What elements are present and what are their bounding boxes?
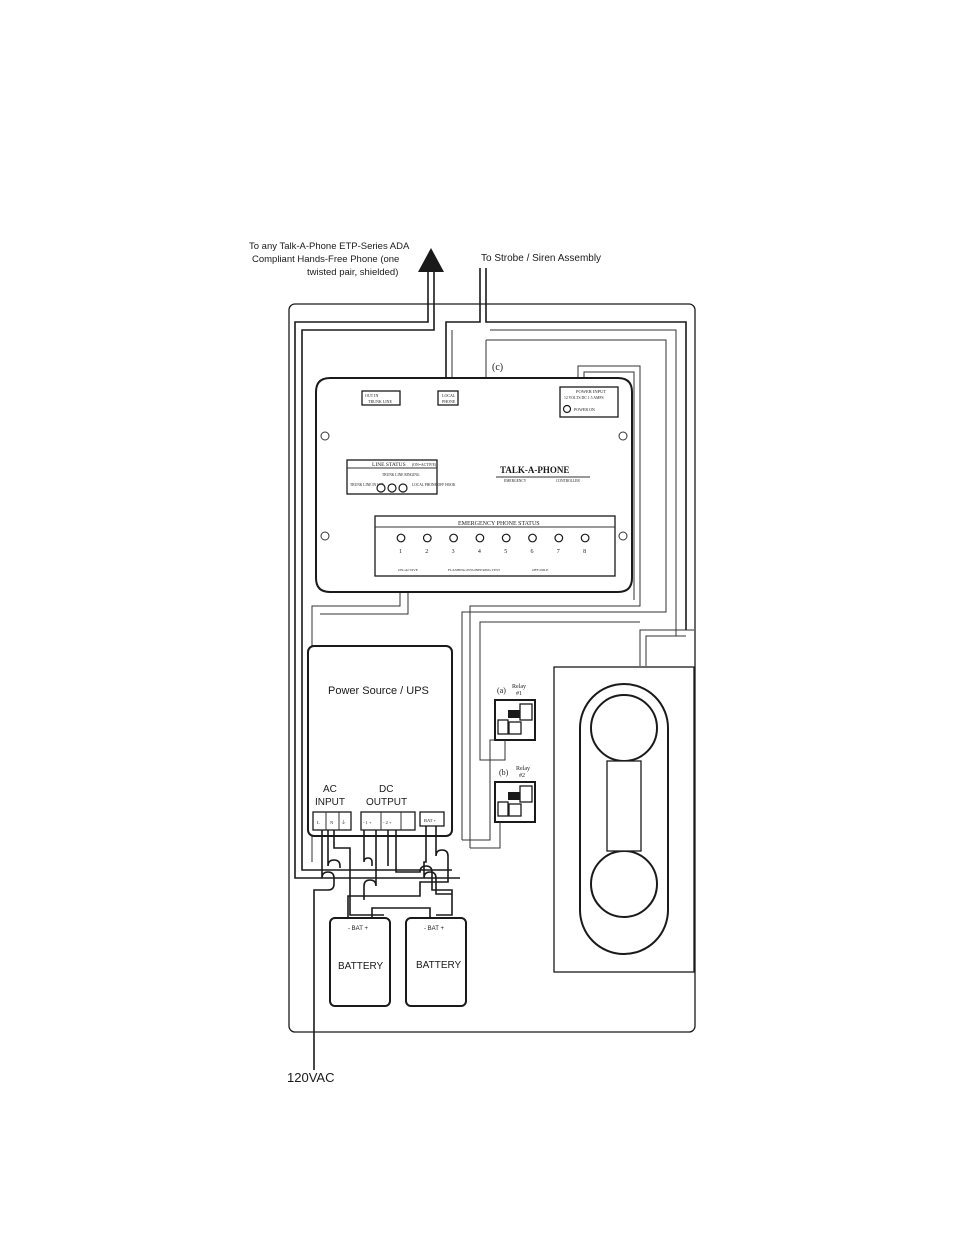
phone-status-number-8: 8 xyxy=(583,549,586,555)
phone-status-number-1: 1 xyxy=(399,549,402,555)
phone-status-led-4 xyxy=(475,533,485,543)
diagram-label: (ON=ACTIVE) xyxy=(412,463,437,467)
controller-brand: TALK-A-PHONE xyxy=(500,465,569,475)
diagram-label: TRUNK LINE RINGING xyxy=(382,473,420,477)
diagram-label: POWER ON xyxy=(574,407,595,412)
phone-status-number-6: 6 xyxy=(531,549,534,555)
diagram-label: Relay xyxy=(516,766,530,772)
diagram-label: LOCAL xyxy=(442,393,456,398)
diagram-label: - 2 + xyxy=(383,820,392,825)
diagram-label: N xyxy=(330,820,334,825)
strobe-label: To Strobe / Siren Assembly xyxy=(481,253,601,264)
phone-status-number-5: 5 xyxy=(504,549,507,555)
phone-status-number-4: 4 xyxy=(478,549,481,555)
diagram-label: TRUNK LINE IN USE xyxy=(350,483,385,487)
handset xyxy=(553,666,695,973)
diagram-label: EMERGENCY PHONE STATUS xyxy=(458,521,540,527)
relay-2: (b) Relay #2 xyxy=(494,766,536,823)
bat-terminal-block xyxy=(419,811,445,827)
emergency-controller: (c) OUT IN TRUNK LINE LOCAL PHONE POWER … xyxy=(315,362,633,593)
diagram-label: LOCAL PHONE OFF HOOK xyxy=(412,483,456,487)
diagram-label: FLASHING=ENGINEERING TEST xyxy=(448,568,501,572)
diagram-label: CONTROLLER xyxy=(556,479,580,483)
diagram-label: EMERGENCY xyxy=(504,479,527,483)
ups-title: Power Source / UPS xyxy=(328,685,429,697)
diagram-label: (a) xyxy=(497,686,506,695)
diagram-label: BATTERY xyxy=(416,960,462,971)
diagram-label: ON=ACTIVE xyxy=(398,568,418,572)
diagram-label: PHONE xyxy=(442,399,456,404)
ac-input-label: 120VAC xyxy=(287,1070,334,1085)
phone-status-led-5 xyxy=(501,533,511,543)
diagram-label: ⏚ xyxy=(341,819,346,826)
phone-cable-label-3: twisted pair, shielded) xyxy=(307,267,398,278)
battery-1: - BAT + BATTERY xyxy=(329,917,391,1007)
line-led-2 xyxy=(387,483,397,493)
diagram-label: LINE STATUS xyxy=(372,462,406,468)
diagram-label: #2 xyxy=(519,773,525,779)
diagram-label: INPUT xyxy=(315,797,345,808)
diagram-label: TRUNK LINE xyxy=(368,399,392,404)
diagram-label: POWER INPUT xyxy=(576,389,606,394)
phone-status-led-6 xyxy=(528,533,537,543)
phone-cable-label-1: To any Talk-A-Phone ETP-Series ADA xyxy=(249,241,410,252)
diagram-label: (b) xyxy=(499,768,509,777)
phone-status-led-1 xyxy=(396,533,406,543)
line-led-3 xyxy=(398,483,408,493)
arrow-up-icon xyxy=(418,248,444,272)
diagram-label: DC xyxy=(379,784,393,795)
ac-terminal-block xyxy=(312,811,352,831)
phone-cable xyxy=(294,248,444,620)
phone-status-number-7: 7 xyxy=(557,549,560,555)
phone-cable-label-2: Compliant Hands-Free Phone (one xyxy=(252,254,399,265)
relay-1: (a) Relay #1 xyxy=(494,684,536,741)
diagram-label: - BAT + xyxy=(348,926,368,932)
diagram-label: - BAT + xyxy=(424,926,444,932)
diagram-label: #1 xyxy=(516,691,522,697)
diagram-label: OUT IN xyxy=(365,393,378,398)
phone-status-number-3: 3 xyxy=(452,549,455,555)
power-source-ups: Power Source / UPS AC INPUT DC OUTPUT L … xyxy=(307,645,453,837)
diagram-label: BATTERY xyxy=(338,961,384,972)
line-led-1 xyxy=(376,483,386,493)
diagram-label: BAT + xyxy=(424,818,437,823)
power-led xyxy=(562,404,572,414)
diagram-label: OUTPUT xyxy=(366,797,407,808)
phone-status-number-2: 2 xyxy=(425,549,428,555)
c-marker: (c) xyxy=(492,362,503,373)
battery-2: - BAT + BATTERY xyxy=(405,917,467,1007)
eps-box xyxy=(374,515,616,577)
diagram-label: Relay xyxy=(512,684,526,690)
diagram-label: L xyxy=(317,820,320,825)
phone-status-led-8 xyxy=(580,533,590,543)
phone-status-led-3 xyxy=(449,533,459,543)
diagram-label: OFF=IDLE xyxy=(532,568,548,572)
diagram-label: AC xyxy=(323,784,337,795)
phone-status-led-7 xyxy=(554,533,564,543)
diagram-label: 12 VOLTS DC 1.5 AMPS xyxy=(564,396,604,400)
strobe-cable xyxy=(445,268,687,840)
phone-status-led-2 xyxy=(422,533,432,543)
diagram-label: - 1 + xyxy=(363,820,372,825)
